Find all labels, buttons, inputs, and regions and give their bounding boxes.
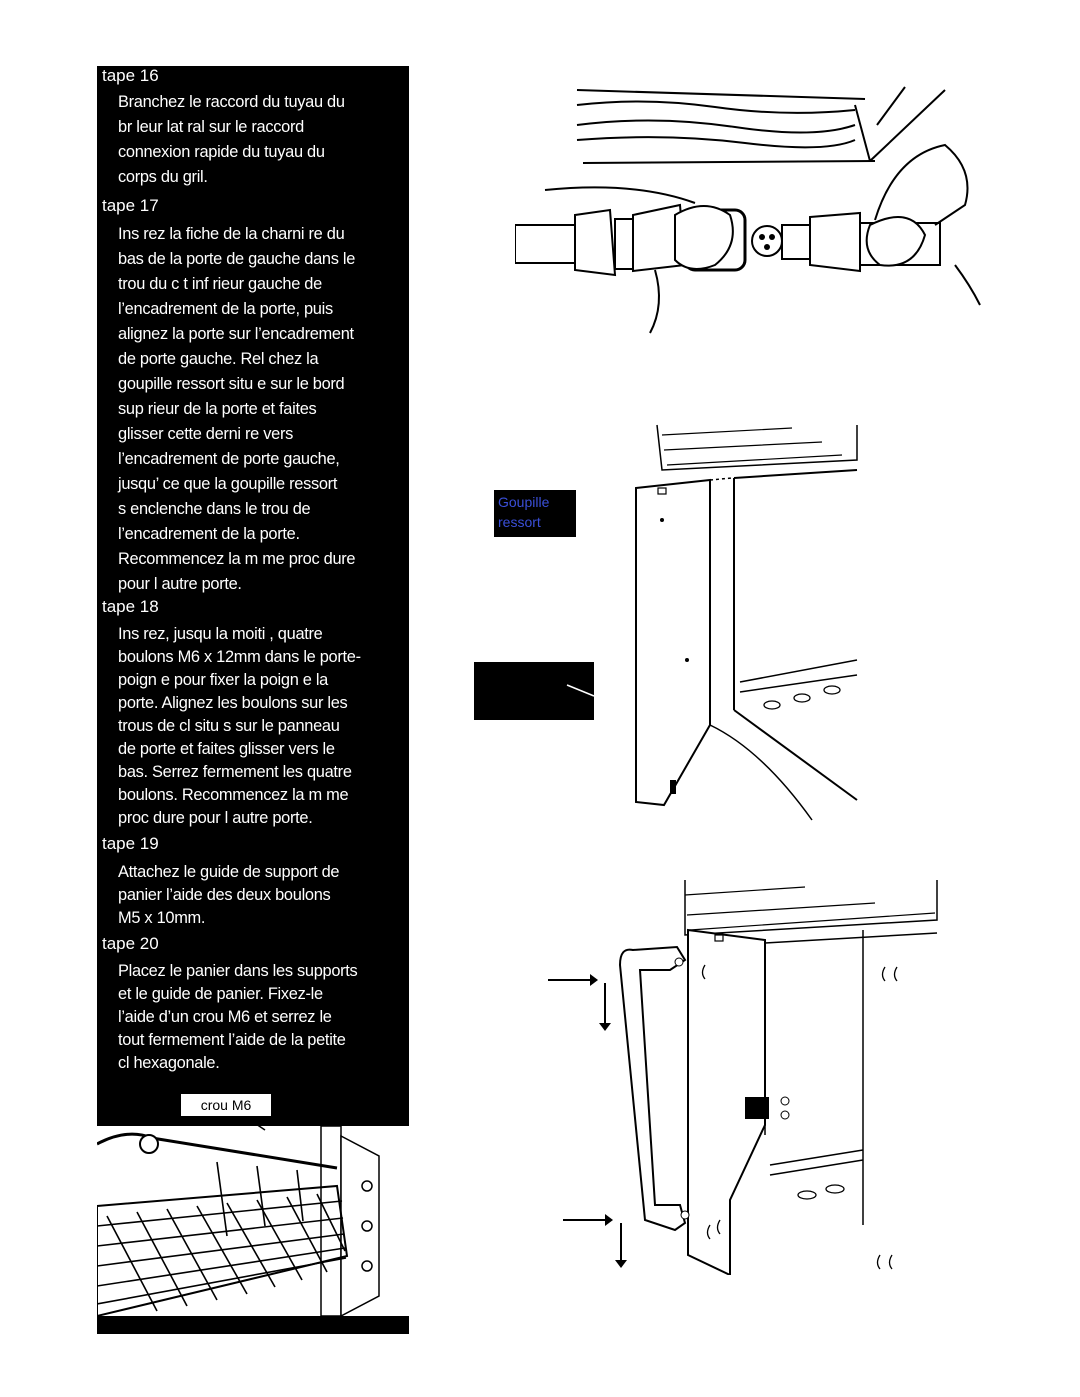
step-16-text: Branchez le raccord du tuyau du br leur … [118,93,345,186]
step-16-title: tape 16 [102,66,159,85]
step-20-text: Placez le panier dans les supports et le… [118,962,358,1072]
door-installation-illustration [635,424,858,821]
hose-connection-illustration [515,86,981,334]
instructions-panel: tape 16 Branchez le raccord du tuyau du … [97,66,409,1334]
step-19-text: Attachez le guide de support de panier l… [118,863,340,927]
basket-illustration [97,1126,409,1334]
callout-pointer [566,684,595,697]
ecrou-callout-label: crou M6 [181,1094,271,1116]
step-20-title: tape 20 [102,934,159,953]
step-17-title: tape 17 [102,196,159,215]
handle-installation-illustration [548,880,938,1275]
step-17-text: Ins rez la fiche de la charni re du bas … [118,225,356,593]
step-18-title: tape 18 [102,597,159,616]
goupille-ressort-label: Goupille ressort [494,490,576,537]
step-18-text: Ins rez, jusqu la moiti , quatre boulons… [118,625,361,827]
step-19-title: tape 19 [102,834,159,853]
callout-box [474,662,594,720]
